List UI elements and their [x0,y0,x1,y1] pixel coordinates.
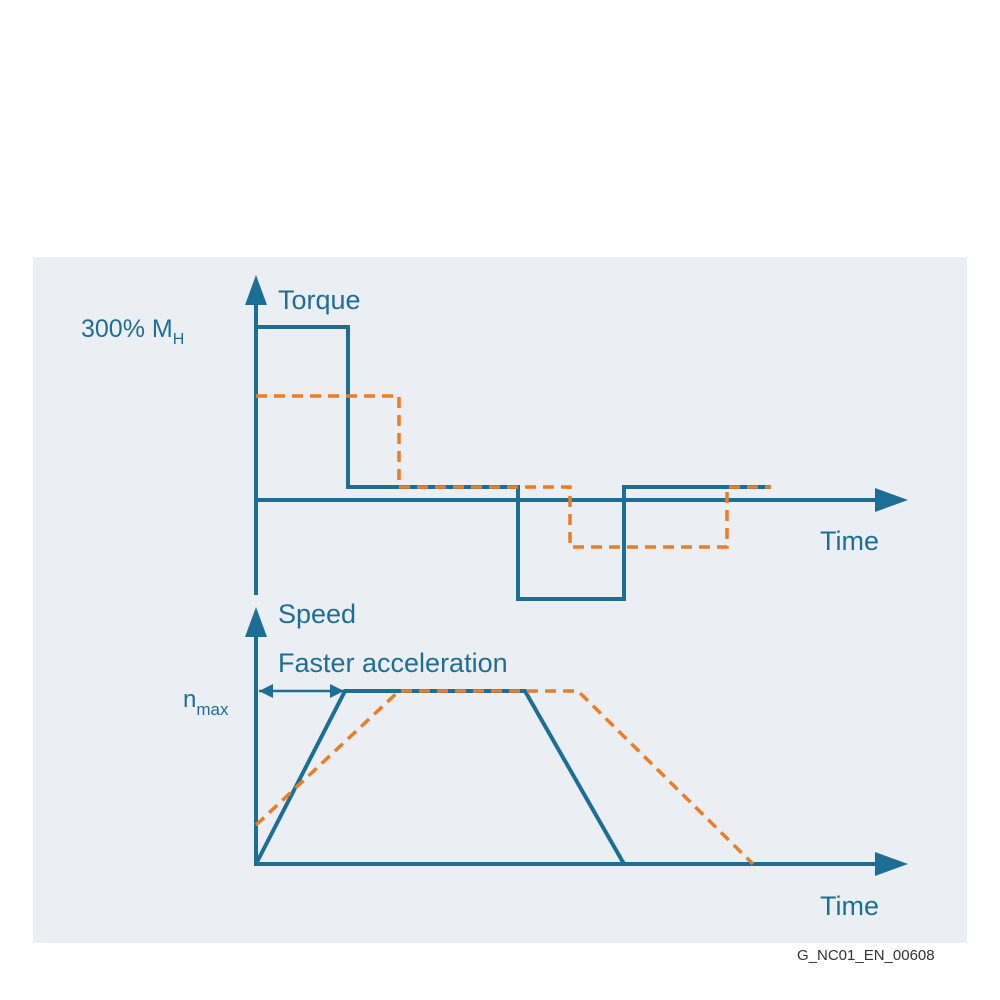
speed-axis-label: Speed [278,599,356,629]
speed-max-value: n [183,686,196,713]
torque-x-axis-arrowhead [875,488,908,512]
speed-time-label: Time [820,891,879,921]
torque-max-label: 300% MH [81,315,184,348]
speed-curve-primary [254,689,626,865]
torque-axis-label: Torque [278,285,361,315]
speed-max-subscript: max [196,700,229,719]
torque-max-subscript: H [173,331,185,348]
diagram-panel: Torque Time 300% MH Speed Faster acceler… [33,257,967,943]
panel-background [33,257,967,943]
speed-x-axis-arrowhead [875,852,908,876]
speed-max-label: nmax [183,686,229,719]
dimension-arrow-right [330,684,344,698]
faster-acceleration-label: Faster acceleration [278,648,508,678]
torque-speed-diagram: Torque Time 300% MH Speed Faster acceler… [33,257,967,943]
dimension-arrow-left [259,684,273,698]
figure-code: G_NC01_EN_00608 [797,947,935,964]
torque-plot: Torque Time 300% MH [81,275,908,601]
speed-curve-secondary [254,689,755,866]
torque-curve-secondary [256,394,771,549]
speed-y-axis-arrowhead [245,607,267,637]
torque-y-axis-arrowhead [245,275,267,305]
torque-max-value: 300% M [81,315,173,343]
torque-time-label: Time [820,526,879,556]
speed-plot: Speed Faster acceleration Time nmax [183,599,908,921]
torque-curve-primary [256,325,771,601]
